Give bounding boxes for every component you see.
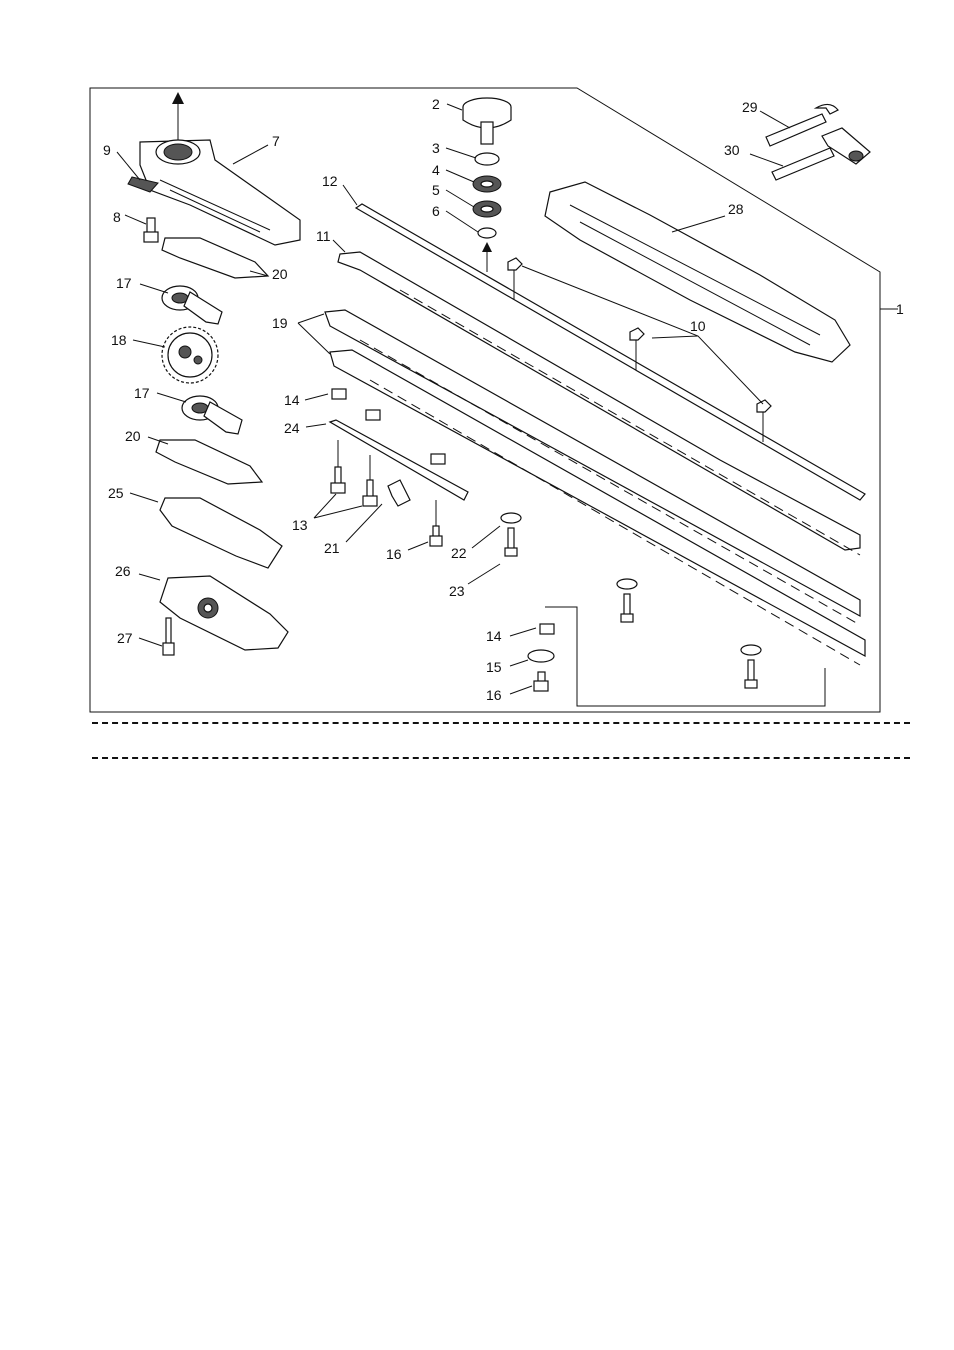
callout-13: 13 bbox=[292, 517, 308, 533]
bolt-part bbox=[363, 455, 377, 506]
washer-part bbox=[475, 153, 499, 165]
callout-21: 21 bbox=[324, 540, 340, 556]
callout-26: 26 bbox=[115, 563, 131, 579]
callout-15: 15 bbox=[486, 659, 502, 675]
washer-part bbox=[501, 513, 521, 523]
bearing-part bbox=[473, 176, 501, 192]
callout-18: 18 bbox=[111, 332, 127, 348]
callout-2: 2 bbox=[432, 96, 440, 112]
washer-part bbox=[741, 645, 761, 655]
callout-24: 24 bbox=[284, 420, 300, 436]
callout-10: 10 bbox=[690, 318, 706, 334]
callout-22: 22 bbox=[451, 545, 467, 561]
callout-11: 11 bbox=[316, 228, 331, 244]
bolt-part bbox=[331, 440, 345, 493]
callout-16a: 16 bbox=[386, 546, 402, 562]
bolt-part bbox=[621, 594, 633, 622]
gasket-part bbox=[160, 498, 282, 568]
block-part bbox=[431, 454, 445, 464]
callout-7: 7 bbox=[272, 133, 280, 149]
bolt-part bbox=[505, 528, 517, 556]
gear-part bbox=[162, 327, 218, 383]
callout-20b: 20 bbox=[125, 428, 141, 444]
callout-25: 25 bbox=[108, 485, 124, 501]
bolt-part bbox=[430, 500, 442, 546]
callout-14b: 14 bbox=[486, 628, 502, 644]
blade-cover-part bbox=[545, 182, 850, 362]
circlip-part bbox=[478, 228, 496, 238]
callout-5: 5 bbox=[432, 182, 440, 198]
callout-29: 29 bbox=[742, 99, 758, 115]
screw-part bbox=[163, 618, 174, 655]
callout-20a: 20 bbox=[272, 266, 288, 282]
callout-16b: 16 bbox=[486, 687, 502, 703]
callout-6: 6 bbox=[432, 203, 440, 219]
block-part bbox=[540, 624, 554, 634]
bolt-part bbox=[534, 672, 548, 691]
blade-part bbox=[325, 310, 860, 625]
callout-19: 19 bbox=[272, 315, 288, 331]
spacer-part bbox=[156, 440, 262, 484]
bolt-part bbox=[144, 218, 158, 242]
callout-12: 12 bbox=[322, 173, 338, 189]
callout-17a: 17 bbox=[116, 275, 132, 291]
crank-part bbox=[162, 286, 222, 324]
callout-27: 27 bbox=[117, 630, 133, 646]
callout-4: 4 bbox=[432, 162, 440, 178]
dashed-divider-upper bbox=[92, 722, 910, 724]
dashed-divider-lower bbox=[92, 757, 910, 759]
callout-23: 23 bbox=[449, 583, 465, 599]
washer-part bbox=[528, 650, 554, 662]
callout-14a: 14 bbox=[284, 392, 300, 408]
callout-3: 3 bbox=[432, 140, 440, 156]
gear-case-part bbox=[140, 92, 300, 245]
bearing-part bbox=[473, 201, 501, 217]
callout-17b: 17 bbox=[134, 385, 150, 401]
callout-9: 9 bbox=[103, 142, 111, 158]
callout-30: 30 bbox=[724, 142, 740, 158]
clip-part bbox=[388, 480, 410, 506]
washer-part bbox=[617, 579, 637, 589]
cover-part bbox=[160, 576, 288, 650]
callout-28: 28 bbox=[728, 201, 744, 217]
block-part bbox=[366, 410, 380, 420]
crank-part bbox=[182, 396, 242, 434]
callout-1: 1 bbox=[896, 301, 904, 317]
callout-8: 8 bbox=[113, 209, 121, 225]
clutch-drum-part bbox=[463, 98, 511, 144]
bolt-part bbox=[745, 660, 757, 688]
block-part bbox=[332, 389, 346, 399]
